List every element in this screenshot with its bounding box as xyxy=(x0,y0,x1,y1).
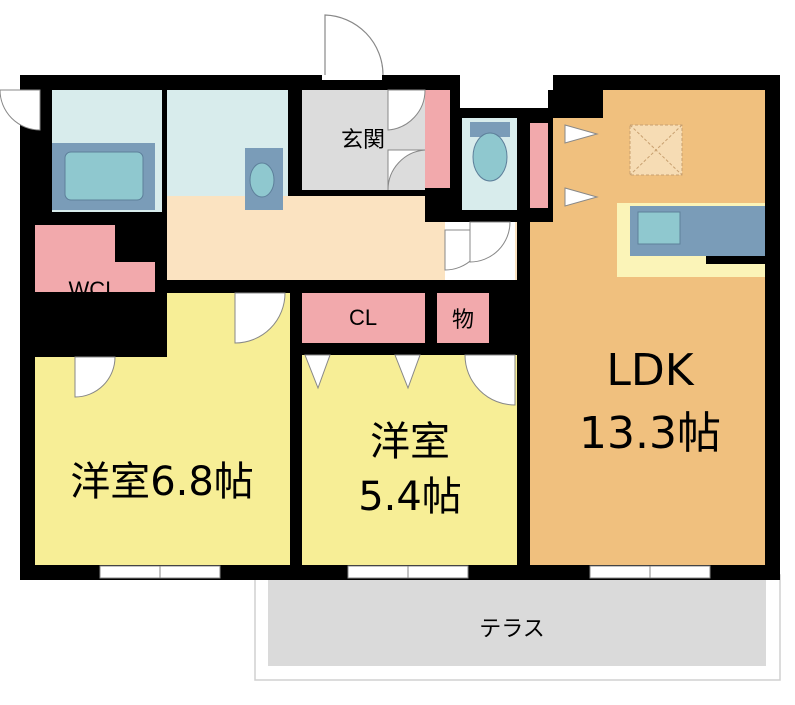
western-room-2-size: 5.4帖 xyxy=(358,474,462,520)
wall xyxy=(162,90,167,280)
window-icon xyxy=(99,565,711,579)
washbasin-icon xyxy=(245,148,283,210)
terrace-label: テラス xyxy=(479,616,545,641)
western-room-2-name: 洋室 xyxy=(370,419,450,465)
wall xyxy=(530,208,553,222)
wall xyxy=(450,108,462,222)
wall xyxy=(167,280,522,293)
kitchen-counter-notch xyxy=(706,256,765,264)
terrace-area xyxy=(268,580,766,666)
skylight-icon xyxy=(629,124,683,176)
kitchen-sink-icon xyxy=(637,211,681,245)
wall xyxy=(517,108,530,210)
entrance-label: 玄関 xyxy=(341,127,385,152)
wall xyxy=(517,210,530,565)
wall xyxy=(548,90,603,118)
bathtub-icon xyxy=(52,143,155,210)
wcl-label: WCL xyxy=(69,277,118,302)
door-swing-icon xyxy=(324,14,384,76)
western-room-1-name: 洋室 xyxy=(70,459,150,505)
western-room-1-floor-mid xyxy=(35,357,290,367)
cl-label: CL xyxy=(349,305,377,330)
wall xyxy=(290,280,302,565)
entrance-shoe-closet xyxy=(425,90,450,188)
wall xyxy=(115,212,162,262)
cl-floor xyxy=(302,293,425,343)
storage-floor xyxy=(437,293,489,343)
ldk-size: 13.3帖 xyxy=(579,408,721,459)
wall xyxy=(302,343,529,355)
closet-door-icon xyxy=(304,124,599,390)
wall xyxy=(20,342,167,357)
entrance-door-gap xyxy=(322,72,382,80)
ldk-name: LDK xyxy=(606,345,694,396)
western-room-1-size: 6.8帖 xyxy=(150,459,254,505)
hallway-floor xyxy=(167,196,517,280)
toilet-icon xyxy=(470,122,510,182)
wall xyxy=(155,280,167,352)
wall xyxy=(288,90,302,190)
ldk-closet xyxy=(530,123,548,208)
storage-label: 物 xyxy=(452,307,474,332)
wall xyxy=(425,293,437,348)
wall xyxy=(548,118,553,210)
western-room-1-label: 洋室6.8帖 xyxy=(70,459,254,505)
door-swing-icon xyxy=(0,89,516,406)
